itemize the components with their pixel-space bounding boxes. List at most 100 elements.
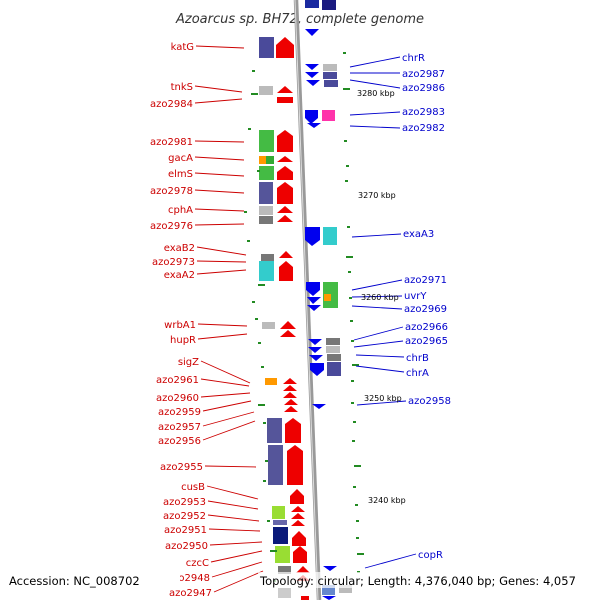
feature-chrR-arrow[interactable]: [305, 64, 319, 70]
tick-mark: [347, 226, 350, 228]
gene-label-azo2976[interactable]: azo2976: [150, 221, 193, 232]
gene-label-azo2947[interactable]: azo2947: [169, 588, 212, 599]
feature-azo2950-box[interactable]: [275, 546, 290, 563]
gene-label-azo2986[interactable]: azo2986: [402, 83, 445, 94]
leader-line: [194, 223, 245, 226]
feature-azo2983-box[interactable]: [322, 110, 335, 121]
gene-label-azo2959[interactable]: azo2959: [158, 407, 201, 418]
feature-cphA-box[interactable]: [259, 206, 273, 215]
feature-cusB-box[interactable]: [272, 506, 285, 519]
gene-label-gacA[interactable]: gacA: [168, 153, 193, 164]
gene-label-azo2987[interactable]: azo2987: [402, 69, 445, 80]
gene-label-azo2981[interactable]: azo2981: [150, 137, 193, 148]
leader-line: [207, 500, 259, 510]
feature-exaB2-box[interactable]: [261, 254, 274, 261]
gene-label-copR[interactable]: copR: [418, 550, 443, 561]
feature-tnkS-arrow[interactable]: [277, 86, 293, 93]
feature-chrA-box[interactable]: [327, 362, 341, 376]
gene-label-chrB[interactable]: chrB: [406, 353, 429, 364]
gene-label-azo2982[interactable]: azo2982: [402, 123, 445, 134]
gene-label-exaA2[interactable]: exaA2: [164, 270, 195, 281]
gene-label-azo2951[interactable]: azo2951: [164, 525, 207, 536]
gene-label-azo2960[interactable]: azo2960: [156, 393, 199, 404]
gene-label-azo2958[interactable]: azo2958: [408, 396, 451, 407]
leader-line: [355, 365, 405, 373]
feature-elmS-box[interactable]: [259, 166, 274, 180]
feature-azo2987-box[interactable]: [323, 64, 337, 71]
feature-azo2981-arrow[interactable]: [277, 130, 293, 152]
gene-label-azo2983[interactable]: azo2983: [402, 107, 445, 118]
leader-line: [197, 333, 248, 340]
feature-azo2956-box[interactable]: [267, 418, 282, 443]
gene-label-katG[interactable]: katG: [171, 42, 194, 53]
feature-azo2951-box[interactable]: [273, 527, 288, 544]
gene-label-hupR[interactable]: hupR: [170, 335, 196, 346]
gene-label-azo2961[interactable]: azo2961: [156, 375, 199, 386]
gene-label-wrbA1[interactable]: wrbA1: [164, 320, 196, 331]
feature-katG-box[interactable]: [259, 37, 274, 58]
feature-azo2978-box[interactable]: [259, 182, 273, 204]
feature-katG-arrow[interactable]: [276, 37, 294, 58]
scale-label-3260: 3260 kbp: [361, 293, 399, 302]
gene-label-azo2956[interactable]: azo2956: [158, 436, 201, 447]
gene-label-tnkS[interactable]: tnkS: [171, 82, 193, 93]
gene-label-chrR[interactable]: chrR: [402, 53, 425, 64]
gene-label-elmS[interactable]: elmS: [168, 169, 193, 180]
gene-label-azo2953[interactable]: azo2953: [163, 497, 206, 508]
tick-mark: [263, 480, 266, 482]
feature-hupR-arrow[interactable]: [280, 321, 296, 329]
gene-label-azo2973[interactable]: azo2973: [152, 257, 195, 268]
gene-label-exaA3[interactable]: exaA3: [403, 229, 434, 240]
leader-line: [349, 111, 401, 116]
feature-azo2976-box[interactable]: [259, 216, 273, 224]
feature-azo2981-box[interactable]: [259, 130, 274, 152]
gene-label-exaB2[interactable]: exaB2: [164, 243, 195, 254]
gene-label-azo2948[interactable]: azo2948: [167, 573, 210, 584]
gene-label-cphA[interactable]: cphA: [168, 205, 193, 216]
gene-label-azo2965[interactable]: azo2965: [405, 336, 448, 347]
gene-label-chrA[interactable]: chrA: [406, 368, 429, 379]
gene-label-azo2971[interactable]: azo2971: [404, 275, 447, 286]
tick-mark: [351, 402, 354, 404]
feature-azo2971-arrow[interactable]: [306, 282, 320, 296]
label-leader-lines: [194, 45, 417, 593]
gene-label-cusB[interactable]: cusB: [181, 482, 205, 493]
feature-azo2986-box[interactable]: [324, 80, 338, 87]
gene-label-czcC[interactable]: czcC: [186, 558, 209, 569]
tick-mark: [343, 52, 346, 54]
gene-label-azo2955[interactable]: azo2955: [160, 462, 203, 473]
feature-wrbA1-box[interactable]: [262, 322, 275, 329]
feature-azo2958-arrow[interactable]: [312, 404, 326, 409]
feature-exaA2-box[interactable]: [259, 261, 274, 281]
feature-tnkS-box[interactable]: [259, 86, 273, 95]
gene-label-azo2950[interactable]: azo2950: [165, 541, 208, 552]
feature-gacA-box[interactable]: [259, 156, 266, 164]
feature-chrA-arrow[interactable]: [310, 363, 324, 376]
gene-label-azo2984[interactable]: azo2984: [150, 99, 193, 110]
gene-label-uvrY[interactable]: uvrY: [404, 291, 427, 302]
leader-line: [353, 340, 404, 348]
gene-label-sigZ[interactable]: sigZ: [178, 357, 199, 368]
feature-azo2966-box[interactable]: [326, 338, 340, 345]
feature-azo2965-box[interactable]: [326, 346, 340, 353]
gene-label-azo2966[interactable]: azo2966: [405, 322, 448, 333]
gene-label-azo2978[interactable]: azo2978: [150, 186, 193, 197]
leader-line: [213, 570, 264, 593]
feature-azo2966-arrow[interactable]: [308, 339, 322, 345]
leader-line: [196, 246, 247, 256]
gene-label-azo2957[interactable]: azo2957: [158, 422, 201, 433]
feature-exaA3-arrow[interactable]: [305, 227, 320, 246]
gene-label-azo2952[interactable]: azo2952: [163, 511, 206, 522]
feature-chrB-box[interactable]: [327, 354, 341, 361]
tick-mark: [356, 520, 359, 522]
feature-sigZ-box[interactable]: [265, 378, 277, 385]
feature-azo2955-box[interactable]: [268, 445, 283, 485]
leader-line: [209, 541, 263, 546]
scale-ticks: [244, 52, 364, 582]
leader-line: [196, 260, 247, 263]
gene-label-azo2969[interactable]: azo2969: [404, 304, 447, 315]
feature-copR-arrow[interactable]: [323, 566, 337, 571]
tick-mark: [343, 88, 350, 90]
feature-exaA3-box[interactable]: [323, 227, 337, 245]
leader-line: [211, 561, 263, 578]
